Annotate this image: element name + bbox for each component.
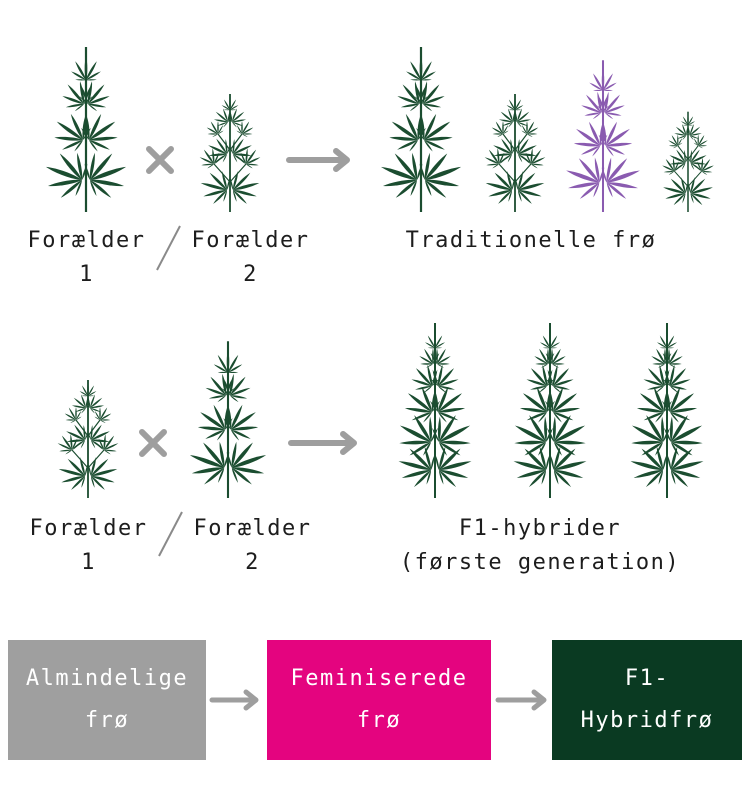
parent-label-line2: 2	[245, 550, 260, 575]
f1-hybrids-label: F1-hybrider (første generation)	[365, 512, 715, 580]
cannabis-plant-icon	[558, 60, 647, 212]
parent-2-label: Forælder 2	[180, 512, 325, 580]
cannabis-plant-icon	[53, 380, 124, 498]
f1-hybrids-line1: F1-hybrider	[458, 516, 622, 541]
cannabis-plant-icon	[389, 323, 480, 498]
cannabis-plant-icon	[480, 94, 551, 212]
f1-hybrid-seeds-box: F1- Hybridfrø	[552, 640, 742, 760]
f1-hybrids-line2: (første generation)	[399, 550, 681, 575]
box-line1: Feminiserede	[290, 666, 468, 691]
cross-icon	[149, 149, 171, 171]
arrow-right-icon	[495, 689, 547, 711]
box-line1: Almindelige	[25, 666, 189, 691]
cannabis-plant-icon	[621, 323, 712, 498]
cannabis-plant-icon	[195, 94, 266, 212]
parent-label-line1: Forælder	[27, 228, 146, 253]
cannabis-plant-icon	[372, 47, 469, 212]
box-line1: F1-	[624, 666, 670, 691]
arrow-right-icon	[288, 431, 357, 455]
parent-label-line1: Forælder	[193, 516, 312, 541]
box-line2: frø	[84, 708, 130, 733]
cross-icon	[142, 432, 164, 454]
cannabis-plant-icon	[37, 47, 134, 212]
box-line2: Hybridfrø	[580, 708, 714, 733]
feminized-seeds-box: Feminiserede frø	[267, 640, 491, 760]
cannabis-plant-icon	[504, 323, 595, 498]
parent-label-line2: 2	[243, 262, 258, 287]
traditional-seeds-label: Traditionelle frø	[405, 228, 657, 253]
slash-divider-icon	[158, 511, 183, 557]
slash-divider-icon	[156, 225, 181, 271]
parent-label-line2: 1	[81, 550, 96, 575]
parent-label-line1: Forælder	[29, 516, 148, 541]
parent-2-label: Forælder 2	[178, 224, 323, 292]
parent-1-label: Forælder 1	[16, 512, 161, 580]
parent-1-label: Forælder 1	[14, 224, 159, 292]
arrow-right-icon	[209, 689, 259, 711]
cannabis-plant-icon	[182, 341, 274, 498]
cannabis-plant-icon	[658, 112, 718, 212]
arrow-right-icon	[286, 148, 350, 172]
parent-label-line2: 1	[79, 262, 94, 287]
parent-label-line1: Forælder	[191, 228, 310, 253]
regular-seeds-box: Almindelige frø	[8, 640, 206, 760]
box-line2: frø	[356, 708, 402, 733]
